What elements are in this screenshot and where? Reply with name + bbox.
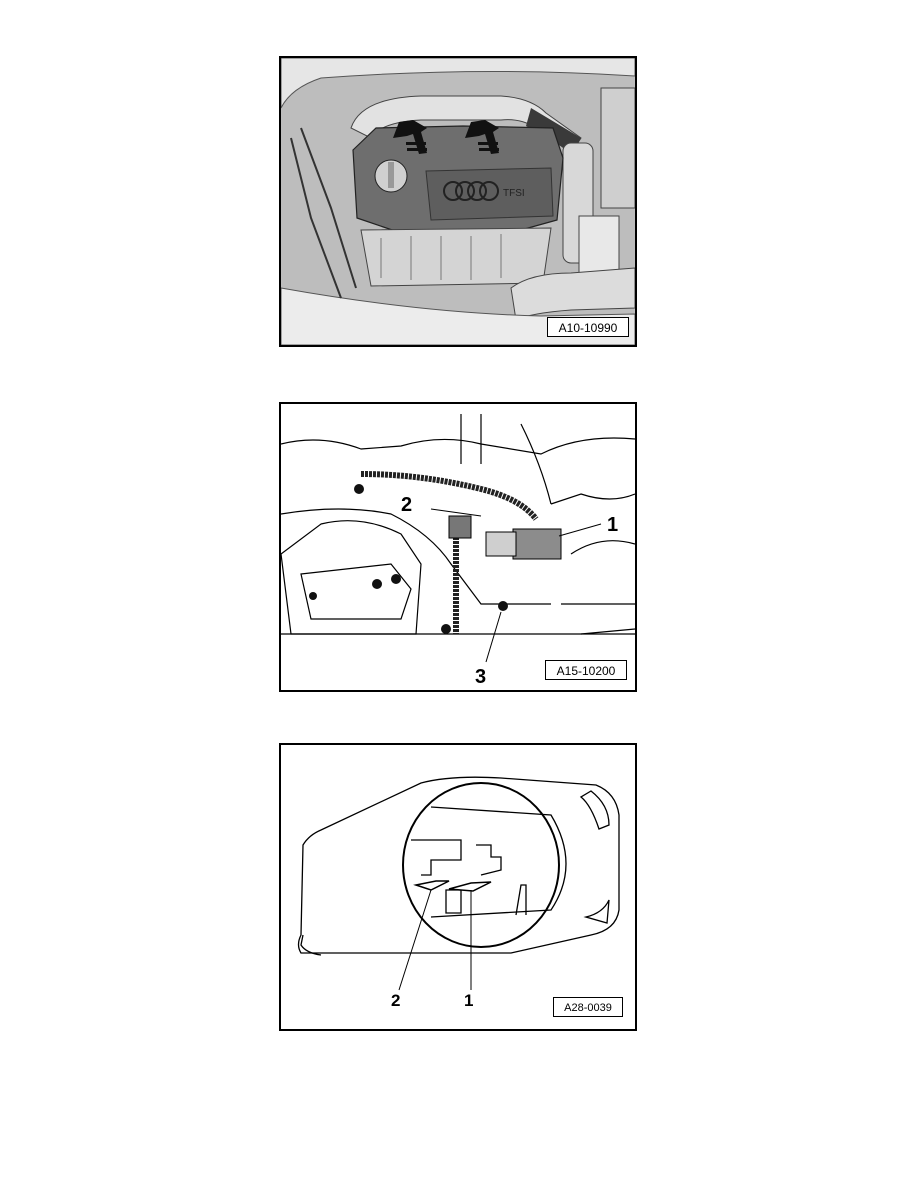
housing-illustration (297, 776, 620, 991)
figure-wiring-connector: 2 1 3 A15-10200 (279, 402, 637, 692)
svg-text:TFSI: TFSI (503, 188, 525, 199)
audi-rings-logo (443, 181, 499, 201)
lift-arrows (393, 120, 499, 154)
figure-reference-label: A28-0039 (553, 997, 623, 1017)
callout-1: 1 (607, 514, 619, 536)
callout-1: 1 (464, 991, 474, 1010)
callout-2: 2 (401, 494, 413, 516)
callout-2: 2 (391, 991, 401, 1010)
callout-3: 3 (475, 666, 487, 688)
figure-reference-label: A15-10200 (545, 660, 627, 680)
figure-connector-housing: 2 1 A28-0039 (279, 743, 637, 1031)
figure-engine-cover: TFSI A10-10990 (279, 56, 637, 347)
connector-illustration (281, 414, 635, 663)
figure-reference-label: A10-10990 (547, 317, 629, 337)
engine-bay-illustration: TFSI (281, 58, 635, 345)
